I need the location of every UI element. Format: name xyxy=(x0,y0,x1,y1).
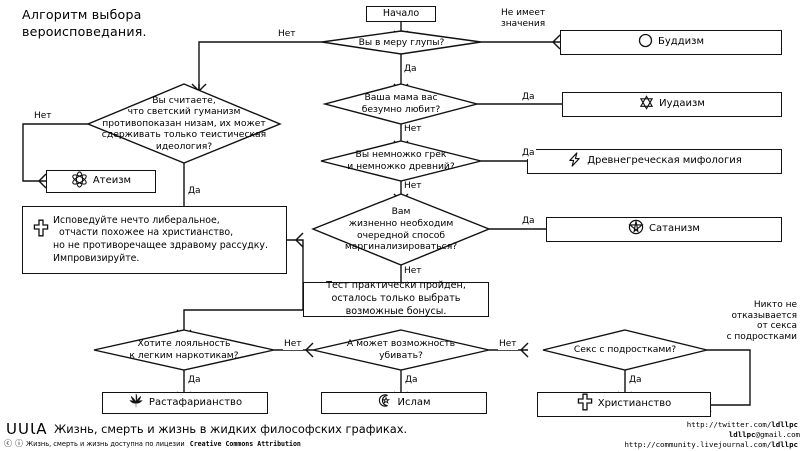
edge-label-mom-yes: Да xyxy=(521,92,536,103)
q-stupid-label: Вы в меру глупы? xyxy=(322,31,481,54)
footer-license-text: Жизнь, смерть и жизнь доступна по лицези… xyxy=(26,440,187,448)
edge-label-drugs-yes: Да xyxy=(187,375,202,386)
footer-twitter-link[interactable]: http://twitter.com/ldllpc xyxy=(624,420,798,430)
q-mom-label: Ваша мама вас безумно любит? xyxy=(325,84,477,124)
footer-logo: ՍՍƖA xyxy=(6,420,48,438)
edge-label-teens-yes: Да xyxy=(628,375,643,386)
result-satanism-label: Сатанизм xyxy=(649,223,700,235)
edge-label-drugs-no: Нет xyxy=(283,339,303,350)
footer-links: http://twitter.com/ldllpc ldllpc@gmail.c… xyxy=(624,420,798,451)
edge-label-stupid-yes: Да xyxy=(403,64,418,75)
diamond-q-drugs-text: Хотите лояльность к легким наркотикам? xyxy=(94,330,274,370)
node-start-label: Начало xyxy=(383,8,419,20)
q-humanism-label: Вы считаете, что светский гуманизм проти… xyxy=(88,84,280,163)
result-atheism-label: Атеизм xyxy=(93,175,131,187)
star-of-david-icon xyxy=(639,95,654,114)
edge-label-humanism-yes: Да xyxy=(187,186,202,197)
q-kill-label: А может возможность убивать? xyxy=(313,330,489,370)
q-marginal-label: Вам жизненно необходим очередной способ … xyxy=(313,194,489,265)
footer-email-domain: @gmail.com xyxy=(756,430,800,439)
result-judaism-label: Иудаизм xyxy=(659,98,705,110)
cross-icon xyxy=(33,219,49,242)
footer-email[interactable]: ldllpc@gmail.com xyxy=(624,430,800,440)
result-greek-mythology: Древнегреческая мифология xyxy=(527,149,782,174)
result-greek-mythology-label: Древнегреческая мифология xyxy=(587,155,742,167)
page-title: Алгоритм выбора вероисповедания. xyxy=(22,6,147,40)
footer-livejournal-link[interactable]: http://community.livejournal.com/ldllpc xyxy=(624,440,798,450)
footer-license: ⓒ ⓘ Жизнь, смерть и жизнь доступна по ли… xyxy=(4,438,301,449)
pentagram-icon xyxy=(628,219,644,239)
diamond-q-marginal-text: Вам жизненно необходим очередной способ … xyxy=(313,194,489,265)
diamond-q-stupid-text: Вы в меру глупы? xyxy=(322,31,481,54)
result-buddhism-label: Буддизм xyxy=(658,36,704,48)
cannabis-leaf-icon xyxy=(128,393,144,413)
diamond-q-kill-text: А может возможность убивать? xyxy=(313,330,489,370)
edge-label-mom-no: Нет xyxy=(403,124,423,135)
footer-tagline: Жизнь, смерть и жизнь в жидких философск… xyxy=(54,422,407,436)
lightning-bolt-icon xyxy=(567,152,582,171)
edge-label-greek-no: Нет xyxy=(403,181,423,192)
atom-icon xyxy=(71,171,88,192)
result-rastafarianism-label: Растафарианство xyxy=(149,397,242,409)
result-rastafarianism: Растафарианство xyxy=(102,392,268,414)
node-proc-bonus: Тест практически пройден, осталось тольк… xyxy=(303,282,489,317)
result-islam: Ислам xyxy=(321,392,487,414)
creative-commons-icon: ⓒ xyxy=(4,438,12,449)
diamond-q-humanism-text: Вы считаете, что светский гуманизм проти… xyxy=(88,84,280,163)
footer-lj-prefix: http://community.livejournal.com/ xyxy=(624,440,771,449)
edge-label-stupid-nomatter: Не имеет значения xyxy=(500,8,546,29)
node-start: Начало xyxy=(366,6,436,22)
attribution-icon: ⓘ xyxy=(15,438,23,449)
result-islam-label: Ислам xyxy=(397,397,430,409)
edge-label-stupid-no: Нет xyxy=(277,29,297,40)
footer-twitter-user: ldllpc xyxy=(771,420,798,429)
diamond-q-teens-text: Секс с подростками? xyxy=(543,330,707,370)
diamond-q-greek-text: Вы немножко грек и немножко древний? xyxy=(321,141,481,181)
edge-label-kill-no: Нет xyxy=(498,339,518,350)
edge-label-kill-yes: Да xyxy=(404,375,419,386)
q-greek-label: Вы немножко грек и немножко древний? xyxy=(321,141,481,181)
footer-lj-user: ldllpc xyxy=(771,440,798,449)
cross-icon xyxy=(577,393,593,415)
edge-label-teens-never: Никто не отказывается от секса с подрост… xyxy=(700,300,798,342)
result-christianity-label: Христианство xyxy=(598,398,672,410)
q-teens-label: Секс с подростками? xyxy=(543,330,707,370)
q-drugs-label: Хотите лояльность к легким наркотикам? xyxy=(94,330,274,370)
result-atheism: Атеизм xyxy=(46,170,156,193)
node-note-liberal-label: Исповедуйте нечто либеральное, отчасти п… xyxy=(29,215,268,266)
edge-label-humanism-no: Нет xyxy=(33,111,53,122)
result-satanism: Сатанизм xyxy=(546,217,782,242)
edge-label-marginal-no: Нет xyxy=(403,266,423,277)
footer-license-name: Creative Commons Attribution xyxy=(190,440,301,448)
footer-twitter-prefix: http://twitter.com/ xyxy=(687,420,772,429)
dharma-circle-icon xyxy=(638,33,653,52)
edge-label-marginal-yes: Да xyxy=(521,216,536,227)
crescent-star-icon xyxy=(377,393,392,412)
footer-email-user: ldllpc xyxy=(729,430,756,439)
node-proc-bonus-label: Тест практически пройден, осталось тольк… xyxy=(326,280,466,319)
result-judaism: Иудаизм xyxy=(562,92,782,117)
result-christianity: Христианство xyxy=(537,392,711,417)
footer: ՍՍƖA Жизнь, смерть и жизнь в жидких фило… xyxy=(0,418,800,450)
edge-label-greek-yes: Да xyxy=(521,148,536,159)
result-buddhism: Буддизм xyxy=(560,30,782,55)
diamond-q-mom-text: Ваша мама вас безумно любит? xyxy=(325,84,477,124)
node-note-liberal: Исповедуйте нечто либеральное, отчасти п… xyxy=(22,206,287,274)
